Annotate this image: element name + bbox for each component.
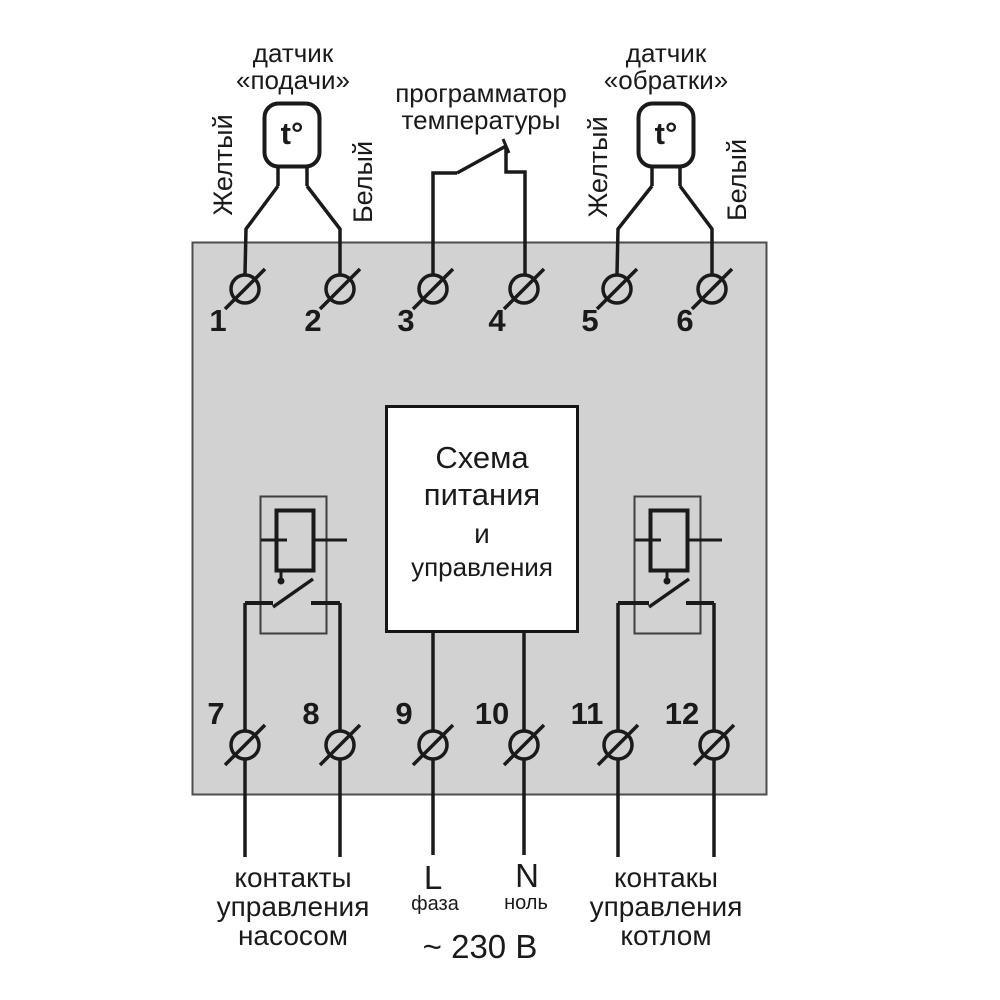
center-box-line-2: питания [423,477,541,512]
return-sensor-tdeg-label: t° [654,116,678,151]
pump-relay-icon [243,495,347,731]
phase-word-label: фаза [411,893,459,915]
bottom-exit-wires [243,759,716,857]
terminal-screw-4 [502,267,546,311]
terminal-number-7: 7 [207,696,225,731]
return-sensor-title-line1: датчик [625,38,707,68]
pump-contacts-line2: управления [216,891,370,922]
terminal-number-9: 9 [395,696,413,731]
return-sensor-title: датчик «обратки» [566,40,766,94]
return-sensor-title-line2: «обратки» [603,65,729,95]
supply-sensor-title-line2: «подачи» [235,65,351,95]
neutral-word-label: ноль [504,892,548,914]
top-terminal-screws [223,267,734,311]
terminal-number-6: 6 [676,303,694,338]
boiler-contacts-label: контакы управления котлом [541,863,791,950]
phase-letter-label: L [423,859,443,896]
terminal-number-4: 4 [488,303,506,338]
neutral-letter-label: N [515,857,539,894]
programmer-switch-icon [431,138,527,274]
terminal-number-10: 10 [474,696,510,731]
terminal-screw-1 [223,267,267,311]
return-yellow-wire-label: Желтый [582,116,613,218]
supply-sensor-title: датчик «подачи» [193,40,393,94]
terminal-screw-6 [690,267,734,311]
terminal-number-2: 2 [304,303,322,338]
center-box-line-4: управления [411,552,553,582]
supply-yellow-wire-label: Желтый [207,114,238,216]
terminal-number-8: 8 [302,696,320,731]
power-control-box [385,405,579,633]
supply-temp-sensor-icon [243,101,342,275]
terminal-number-5: 5 [581,303,599,338]
terminal-number-1: 1 [209,303,227,338]
terminal-screw-5 [595,267,639,311]
voltage-label: ~ 230 В [422,928,538,965]
pump-contacts-line3: насосом [237,920,349,951]
supply-white-wire-label: Белый [347,140,378,224]
return-temp-sensor-icon [615,101,714,275]
terminal-number-12: 12 [664,696,700,731]
center-box-line-3: и [474,518,490,549]
pump-contacts-label: контакты управления насосом [168,863,418,950]
pump-contacts-line1: контакты [234,862,352,893]
terminal-screw-3 [411,267,455,311]
programmer-title: программатор температуры [381,80,581,134]
terminal-number-3: 3 [397,303,415,338]
terminal-screw-2 [318,267,362,311]
supply-sensor-title-line1: датчик [252,38,334,68]
boiler-contacts-line1: контакы [613,862,719,893]
programmer-title-line2: температуры [401,105,561,135]
supply-sensor-tdeg-label: t° [280,116,304,151]
programmer-title-line1: программатор [395,78,567,108]
boiler-contacts-line3: котлом [620,920,712,951]
center-box-line-1: Схема [435,440,529,475]
boiler-contacts-line2: управления [589,891,743,922]
boiler-relay-icon [616,495,722,731]
return-white-wire-label: Белый [721,138,752,222]
terminal-number-11: 11 [570,696,604,731]
bottom-terminal-screws [223,723,736,767]
